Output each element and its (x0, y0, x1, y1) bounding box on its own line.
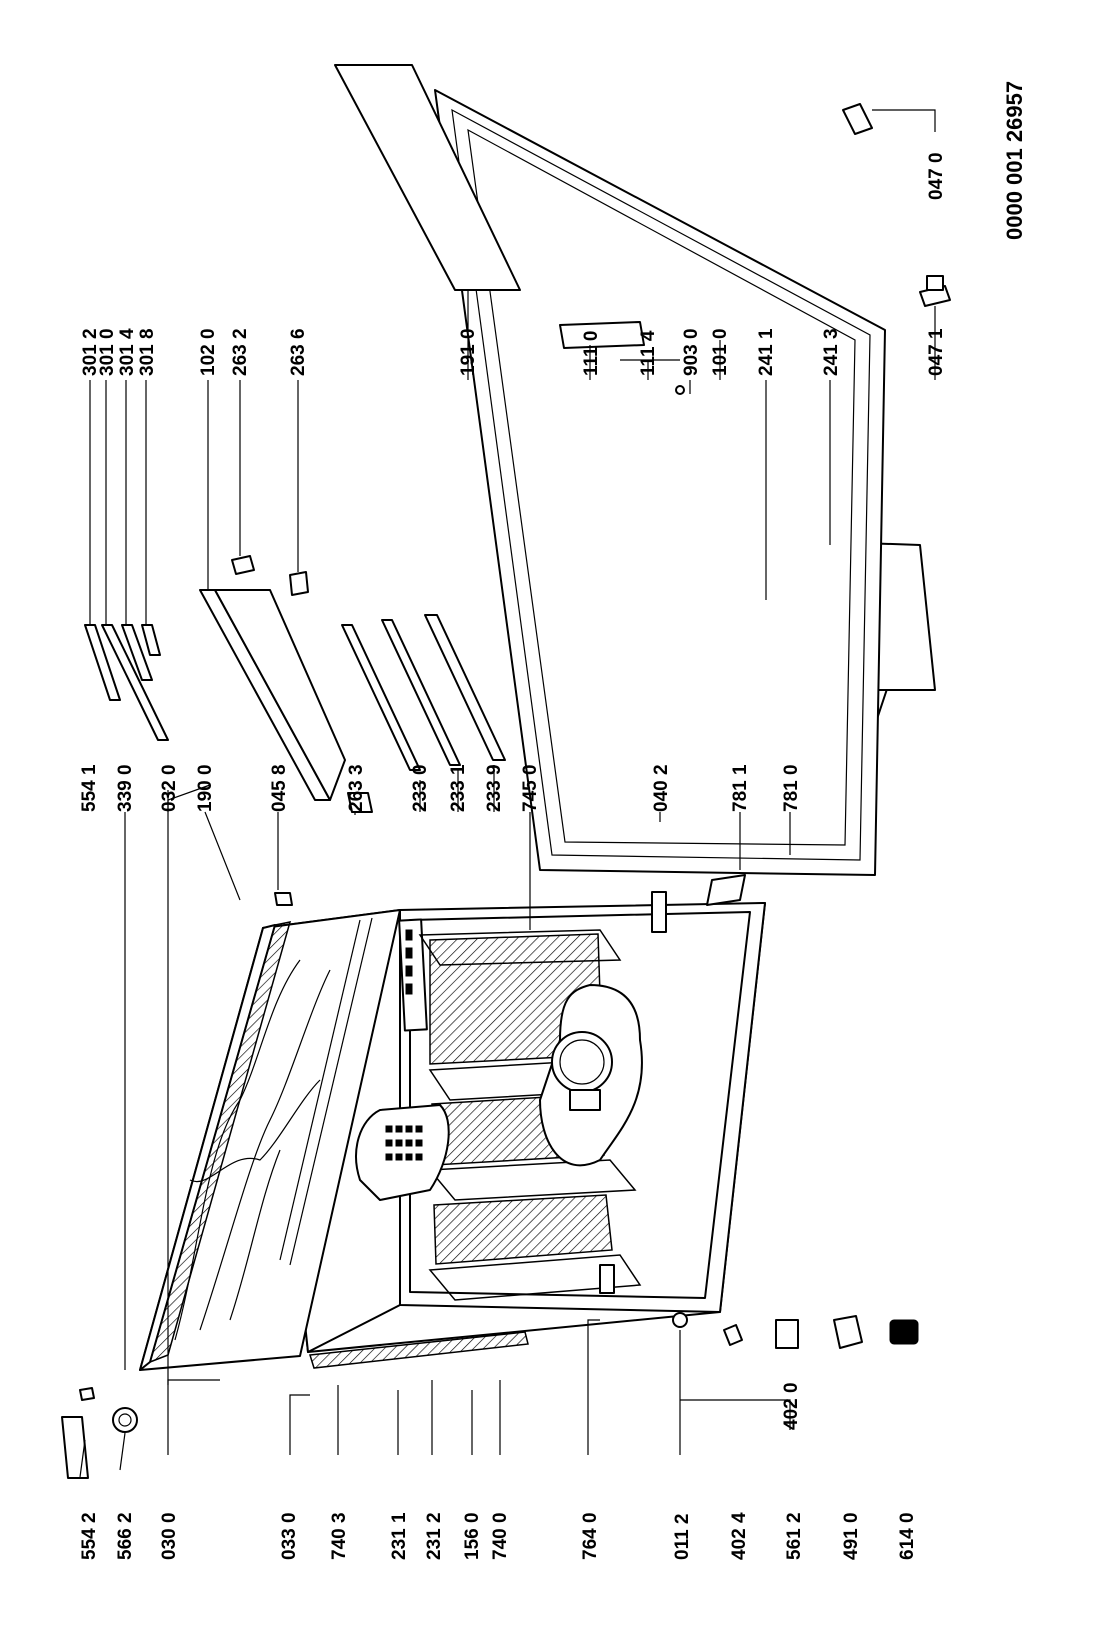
document-id: 0000 001 26957 (1002, 81, 1027, 240)
door-assembly (334, 64, 886, 876)
label-745-0: 745 0 (520, 764, 541, 812)
top-rail (279, 919, 361, 1261)
part-561-2 (775, 1319, 799, 1349)
label-233-0: 233 0 (410, 764, 431, 812)
bar-301-2 (84, 624, 121, 701)
label-047-1: 047 1 (926, 328, 947, 376)
part-263-2 (231, 555, 255, 575)
label-111-0: 111 0 (581, 331, 602, 376)
label-301-0: 301 0 (97, 328, 118, 376)
label-231-1: 231 1 (389, 1512, 410, 1560)
feet (842, 103, 951, 307)
part-903-0 (675, 385, 685, 395)
foot-047-0 (842, 103, 873, 135)
shelf-233-1 (381, 619, 461, 766)
part-614-0 (889, 1319, 919, 1345)
label-301-4: 301 4 (117, 328, 138, 376)
part-566-2 (112, 1407, 138, 1433)
rear-condenser-area (355, 1104, 450, 1201)
label-011-2: 011 2 (672, 1514, 693, 1561)
label-402-4: 402 4 (729, 1512, 750, 1560)
label-241-3: 241 3 (821, 328, 842, 376)
label-190-0: 190 0 (195, 764, 216, 812)
label-781-1: 781 1 (730, 764, 751, 812)
evaporator-plate-3 (433, 1194, 613, 1265)
label-111-4: 111 4 (638, 330, 659, 376)
bar-301-4 (121, 624, 153, 681)
label-032-0: 032 0 (159, 764, 180, 812)
upper-shelf-parts (84, 555, 346, 801)
part-402-4 (723, 1324, 743, 1346)
label-045-8: 045 8 (269, 764, 290, 812)
label-241-1: 241 1 (756, 328, 777, 376)
leader-lines (79, 109, 936, 1478)
part-764-0 (599, 1264, 615, 1294)
label-402-0: 402 0 (781, 1382, 802, 1430)
label-102-0: 102 0 (198, 328, 219, 376)
label-233-9: 233 9 (484, 764, 505, 812)
part-045-8 (274, 892, 293, 906)
part-554-1 (79, 1387, 95, 1401)
label-301-2: 301 2 (80, 328, 101, 376)
label-764-0: 764 0 (580, 1512, 601, 1560)
door-frame-191-0 (334, 64, 521, 291)
label-156-0: 156 0 (462, 1512, 483, 1560)
label-101-0: 101 0 (710, 328, 731, 376)
label-263-6: 263 6 (288, 328, 309, 376)
door-bracket-111-0 (559, 321, 645, 349)
callout-labels: 554 2 566 2 030 0 033 0 740 3 231 1 231 … (79, 81, 1027, 1560)
cabinet (139, 891, 766, 1371)
shelf-233-0 (341, 624, 421, 771)
label-263-3: 263 3 (346, 764, 367, 812)
cabinet-hinge (651, 891, 667, 933)
door-101-0 (434, 89, 886, 876)
label-740-3: 740 3 (329, 1512, 350, 1560)
label-554-2: 554 2 (79, 1512, 100, 1560)
control-panel-strip (398, 918, 428, 1032)
label-339-0: 339 0 (115, 764, 136, 812)
part-011-2 (672, 1312, 688, 1328)
part-491-0 (833, 1315, 863, 1349)
bar-301-0 (101, 624, 169, 741)
label-561-2: 561 2 (784, 1512, 805, 1560)
compressor (551, 1031, 613, 1093)
top-sheet-wrinkles (174, 959, 301, 1341)
label-047-0: 047 0 (926, 152, 947, 200)
label-740-0: 740 0 (490, 1512, 511, 1560)
label-781-0: 781 0 (781, 764, 802, 812)
bar-301-8 (141, 624, 161, 656)
label-566-2: 566 2 (115, 1512, 136, 1560)
base-strip (309, 1331, 529, 1369)
wire-shelves (341, 614, 506, 771)
label-491-0: 491 0 (841, 1512, 862, 1560)
label-233-1: 233 1 (448, 764, 469, 812)
label-191-0: 191 0 (458, 328, 479, 376)
part-263-6 (289, 571, 309, 596)
part-263-3 (347, 792, 373, 813)
condenser-grid (385, 1125, 423, 1161)
part-781-1 (706, 874, 746, 906)
label-903-0: 903 0 (681, 328, 702, 376)
label-040-2: 040 2 (651, 764, 672, 812)
shelf-233-9 (424, 614, 506, 761)
label-301-8: 301 8 (137, 328, 158, 376)
label-554-1: 554 1 (79, 764, 100, 812)
label-263-2: 263 2 (230, 328, 251, 376)
label-231-2: 231 2 (424, 1512, 445, 1560)
label-030-0: 030 0 (159, 1512, 180, 1560)
label-614-0: 614 0 (897, 1512, 918, 1560)
label-033-0: 033 0 (279, 1512, 300, 1560)
